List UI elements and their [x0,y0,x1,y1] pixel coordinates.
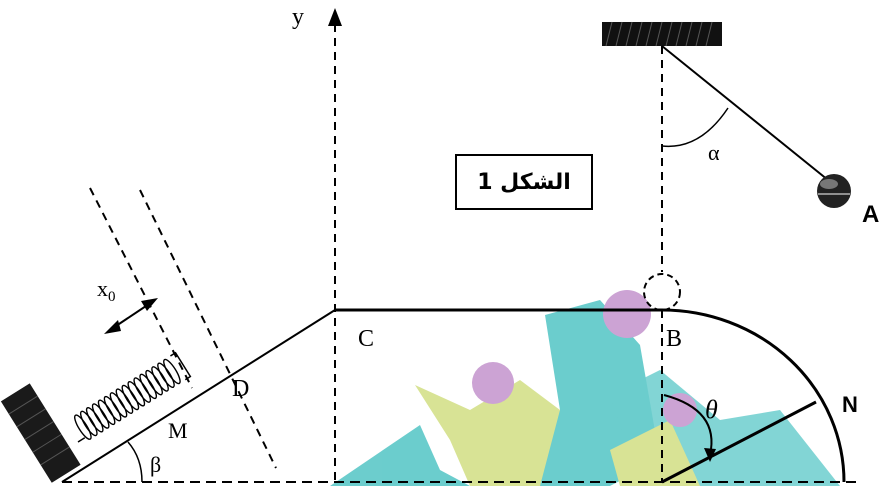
y-axis-arrow-icon [328,8,342,26]
point-d-label: D [232,376,249,402]
theta-arrow-icon [704,448,716,462]
spring-icon [74,351,192,443]
radius-line [661,400,817,484]
ball-a-label: A [862,201,879,228]
x0-label-sub: 0 [108,289,116,305]
y-axis-label: y [292,4,304,30]
x0-arrow-head-left-icon [104,320,121,334]
figure-caption-box: الشكل 1 [455,154,593,210]
x0-label: x0 [97,276,116,305]
point-b-label: B [666,326,682,352]
theta-arc [663,394,713,456]
pendulum-string [661,45,829,181]
wall-block [0,383,81,483]
alpha-label: α [708,140,720,165]
figure-caption: الشكل 1 [477,169,571,195]
beta-arc [127,441,143,483]
ball-lowest-position-dashed [643,273,681,311]
ceiling-support [602,21,722,47]
x0-label-main: x [97,276,108,301]
theta-label: θ [705,395,718,424]
point-n-label: N [842,392,858,417]
x0-guide-right [139,189,277,469]
watermark-logo [330,290,840,486]
incline-track [61,309,336,483]
alpha-arc [661,107,729,148]
circular-track [661,308,846,483]
pendulum-ball-icon [817,174,851,208]
beta-label: β [150,452,161,477]
x0-arrow-head-right-icon [141,298,158,311]
point-c-label: C [358,326,374,352]
mass-m-label: M [168,418,188,443]
x0-guide-left [89,187,193,389]
